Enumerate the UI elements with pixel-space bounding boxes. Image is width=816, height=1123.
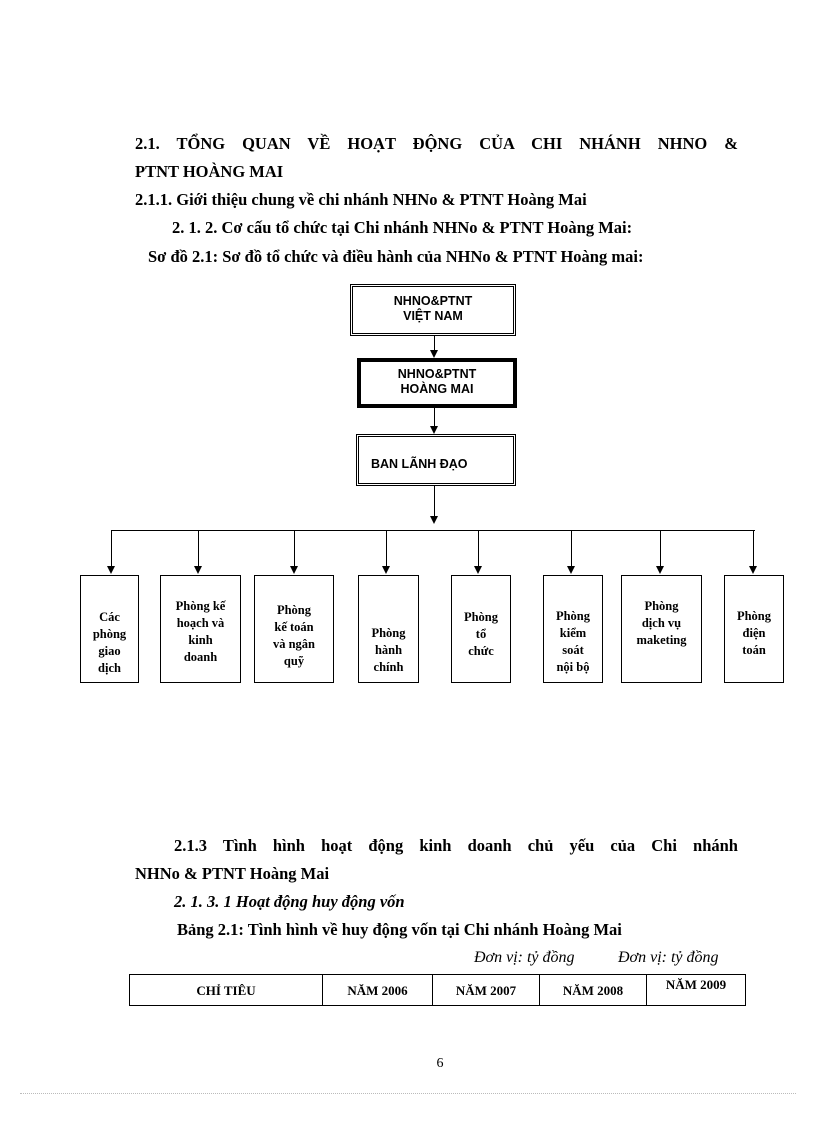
- arrow-icon: [430, 426, 438, 434]
- dept-label: Phòng kế toán và ngân quỹ: [272, 603, 316, 668]
- arrow-icon: [567, 566, 575, 574]
- subsection-2-1-3-line2: NHNo & PTNT Hoàng Mai: [135, 864, 330, 883]
- table-header-cell: NĂM 2007: [432, 974, 540, 1006]
- arrow-icon: [430, 516, 438, 524]
- dept-box-ke-hoach: Phòng kế hoạch và kinh doanh: [160, 575, 241, 683]
- arrow-icon: [474, 566, 482, 574]
- dept-box-dien-toan: Phòng điện toán: [724, 575, 784, 683]
- dept-label: Phòng điện toán: [736, 609, 772, 657]
- connector-line: [660, 530, 661, 566]
- arrow-icon: [290, 566, 298, 574]
- page-border-line: [20, 1093, 796, 1094]
- dept-box-kiem-soat: Phòng kiểm soát nội bộ: [543, 575, 603, 683]
- dept-box-dich-vu: Phòng dịch vụ maketing: [621, 575, 702, 683]
- connector-line: [111, 530, 112, 566]
- unit-note-2: Đơn vị: tỷ đồng: [618, 949, 719, 966]
- subsection-2-1-3-line1: 2.1.3 Tình hình hoạt động kinh doanh chủ…: [174, 836, 738, 855]
- unit-note-1: Đơn vị: tỷ đồng: [474, 949, 575, 966]
- table-header-cell: NĂM 2008: [539, 974, 647, 1006]
- org-box-branch: NHNO&PTNT HOÀNG MAI: [357, 358, 517, 408]
- arrow-icon: [107, 566, 115, 574]
- table-header-cell: NĂM 2006: [322, 974, 433, 1006]
- dept-label: Phòng hành chính: [371, 626, 406, 674]
- subsection-2-1-3-1: 2. 1. 3. 1 Hoạt động huy động vốn: [174, 892, 405, 911]
- subsection-2-1-2: 2. 1. 2. Cơ cấu tổ chức tại Chi nhánh NH…: [172, 218, 633, 237]
- arrow-icon: [382, 566, 390, 574]
- connector-line: [753, 530, 754, 566]
- dept-box-to-chuc: Phòng tổ chức: [451, 575, 511, 683]
- connector-line: [434, 486, 435, 516]
- table-header-cell: CHỈ TIÊU: [129, 974, 323, 1006]
- connector-line: [434, 408, 435, 426]
- section-heading-line1: 2.1. TỔNG QUAN VỀ HOẠT ĐỘNG CỦA CHI NHÁN…: [135, 134, 738, 153]
- dept-label: Phòng tổ chức: [463, 610, 499, 658]
- org-box-board: BAN LÃNH ĐẠO: [356, 434, 516, 486]
- arrow-icon: [749, 566, 757, 574]
- connector-line: [478, 530, 479, 566]
- diagram-caption: Sơ đồ 2.1: Sơ đồ tổ chức và điều hành củ…: [148, 247, 644, 266]
- connector-line: [434, 336, 435, 350]
- connector-line: [294, 530, 295, 566]
- subsection-2-1-1: 2.1.1. Giới thiệu chung về chi nhánh NHN…: [135, 190, 587, 209]
- arrow-icon: [430, 350, 438, 358]
- arrow-icon: [194, 566, 202, 574]
- org-box-top: NHNO&PTNT VIỆT NAM: [350, 284, 516, 336]
- dept-label: Phòng dịch vụ maketing: [636, 599, 687, 647]
- dept-label: Phòng kiểm soát nội bộ: [555, 609, 591, 674]
- dept-label: Các phòng giao dịch: [92, 610, 127, 675]
- dept-box-giao-dich: Các phòng giao dịch: [80, 575, 139, 683]
- distribution-line: [111, 530, 755, 531]
- arrow-icon: [656, 566, 664, 574]
- page-number: 6: [436, 1056, 444, 1071]
- connector-line: [571, 530, 572, 566]
- table-caption: Bảng 2.1: Tình hình về huy động vốn tại …: [177, 920, 622, 939]
- section-heading-line2: PTNT HOÀNG MAI: [135, 162, 284, 181]
- table-header-cell: NĂM 2009: [646, 974, 746, 1006]
- dept-box-hanh-chinh: Phòng hành chính: [358, 575, 419, 683]
- connector-line: [198, 530, 199, 566]
- dept-label: Phòng kế hoạch và kinh doanh: [175, 599, 226, 664]
- connector-line: [386, 530, 387, 566]
- dept-box-ke-toan: Phòng kế toán và ngân quỹ: [254, 575, 334, 683]
